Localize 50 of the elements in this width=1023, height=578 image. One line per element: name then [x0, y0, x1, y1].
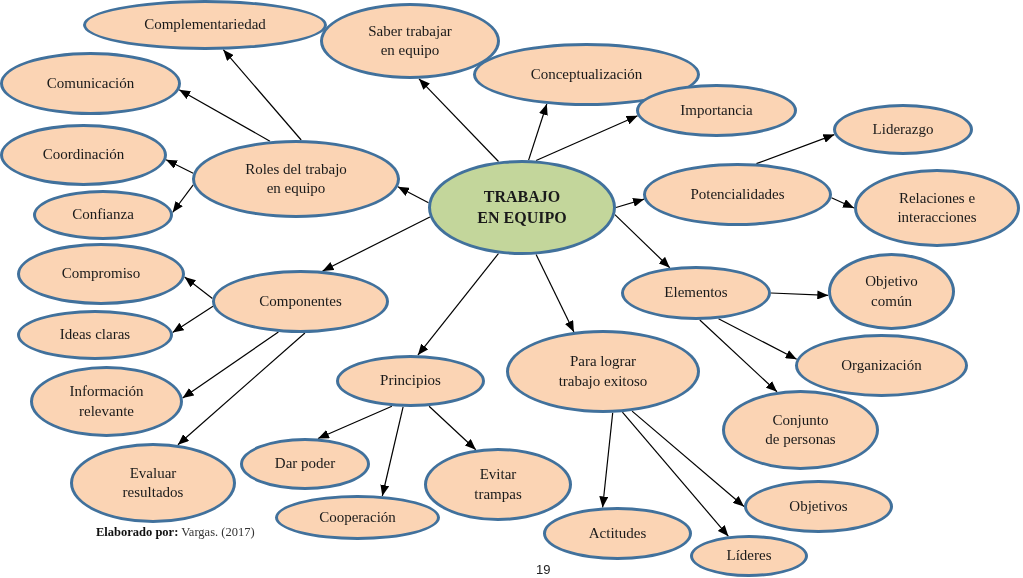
concept-label: Liderazgo — [872, 119, 934, 139]
concept-label: Actitudes — [588, 523, 647, 543]
concept-label: Compromiso — [61, 264, 141, 284]
concept-label: Relaciones e interacciones — [896, 188, 978, 227]
concept-label: Potencialidades — [690, 184, 785, 204]
concept-label: Coordinación — [42, 145, 125, 165]
concept-ellipse — [690, 535, 808, 577]
concept-label: Importancia — [680, 100, 753, 120]
concept-label: Evitar trampas — [473, 465, 523, 504]
concept-label: Complementariedad — [144, 15, 266, 35]
concept-label: Para lograr trabajo exitoso — [557, 352, 649, 391]
concept-label: Saber trabajar en equipo — [367, 21, 453, 60]
concept-label: Ideas claras — [59, 325, 131, 345]
concept-label: Objetivo común — [864, 272, 919, 311]
concept-label: TRABAJO EN EQUIPO — [476, 186, 568, 228]
concept-label: Confianza — [72, 205, 134, 225]
arrow — [222, 49, 302, 141]
concept-label: Información relevante — [68, 382, 145, 421]
arrow — [599, 412, 614, 509]
arrow — [621, 411, 729, 537]
arrow — [380, 406, 404, 497]
arrow — [397, 186, 430, 204]
concept-label: Cooperación — [319, 507, 396, 527]
concept-label: Principios — [380, 371, 441, 391]
concept-label: Comunicación — [46, 73, 135, 93]
arrow — [830, 197, 855, 209]
arrow — [182, 331, 279, 399]
concept-label: Dar poder — [274, 454, 336, 474]
concept-label: Componentes — [259, 291, 342, 311]
concept-label: Elementos — [664, 283, 728, 303]
concept-label: Evaluar resultados — [121, 463, 185, 502]
concept-label: Conjunto de personas — [764, 410, 837, 449]
concept-ellipse — [275, 495, 440, 540]
concept-label: Roles del trabajo en equipo — [244, 159, 348, 198]
concept-ellipse — [83, 0, 327, 50]
arrow — [770, 290, 829, 300]
concept-label: Conceptualización — [530, 64, 643, 84]
arrow — [172, 305, 214, 334]
concept-ellipse — [543, 507, 692, 560]
arrow — [165, 159, 194, 174]
arrow — [615, 198, 645, 209]
source-credit: Elaborado por: Vargas. (2017) — [96, 525, 255, 540]
arrow — [535, 115, 639, 162]
concept-label: Líderes — [726, 546, 772, 566]
arrow — [184, 276, 213, 299]
arrow — [172, 184, 194, 214]
arrow — [322, 216, 431, 272]
page-number: 19 — [536, 562, 551, 577]
concept-label: Objetivos — [789, 496, 848, 516]
concept-label: Organización — [841, 355, 922, 375]
